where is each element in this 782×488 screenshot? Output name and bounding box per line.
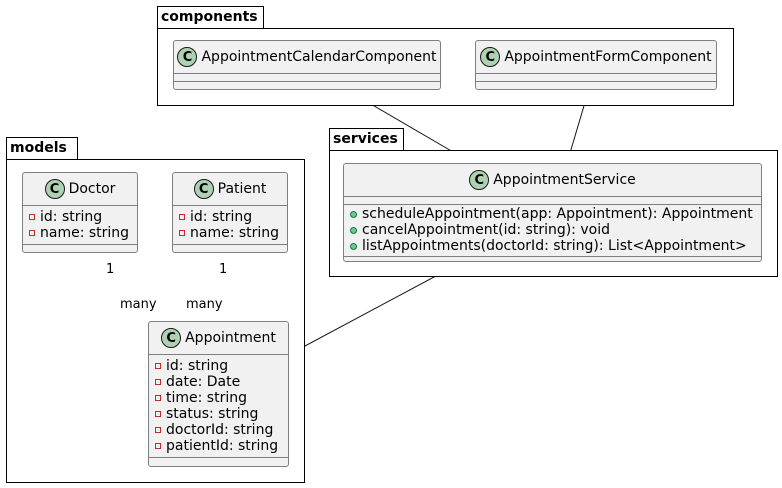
attribute-text: name: string — [40, 225, 130, 241]
package-label-services: services — [333, 131, 398, 147]
attribute-text: time: string — [166, 390, 247, 406]
class-icon: C — [480, 47, 501, 67]
class-name: AppointmentService — [493, 172, 636, 188]
class-appointment-form-component[interactable]: C AppointmentFormComponent — [475, 40, 717, 90]
public-visibility-icon — [350, 210, 357, 218]
attribute-row: id: string — [29, 209, 137, 225]
private-visibility-icon — [155, 443, 161, 449]
attribute-row: status: string — [155, 406, 288, 422]
public-visibility-icon — [350, 242, 357, 250]
private-visibility-icon — [179, 214, 185, 220]
attribute-text: status: string — [166, 406, 259, 422]
class-icon: C — [193, 179, 214, 199]
class-operations: scheduleAppointment(app: Appointment): A… — [344, 205, 761, 257]
class-attributes-empty — [476, 74, 716, 82]
attribute-text: id: string — [166, 358, 229, 374]
attribute-row: name: string — [29, 225, 137, 241]
attribute-text: patientId: string — [166, 438, 279, 454]
private-visibility-icon — [155, 411, 161, 417]
class-icon: C — [177, 47, 198, 67]
class-header: C AppointmentFormComponent — [476, 41, 716, 74]
private-visibility-icon — [179, 230, 185, 236]
class-icon: C — [469, 170, 490, 190]
package-label-components: components — [161, 9, 258, 25]
class-attributes-empty — [344, 197, 761, 205]
attribute-text: id: string — [190, 209, 253, 225]
operation-row: listAppointments(doctorId: string): List… — [350, 238, 761, 254]
attribute-row: id: string — [179, 209, 287, 225]
multiplicity-patient-many: many — [186, 297, 223, 312]
package-tab-components: components — [157, 6, 264, 29]
class-header: C Doctor — [23, 173, 137, 206]
class-name: Patient — [217, 181, 267, 197]
class-header: C Appointment — [149, 322, 288, 355]
attribute-row: id: string — [155, 358, 288, 374]
class-name: Appointment — [185, 330, 276, 346]
class-icon: C — [44, 179, 65, 199]
attribute-row: doctorId: string — [155, 422, 288, 438]
private-visibility-icon — [155, 379, 161, 385]
class-attributes: id: string name: string — [173, 206, 287, 245]
class-icon: C — [161, 328, 182, 348]
multiplicity-patient-one: 1 — [219, 262, 228, 277]
attribute-text: date: Date — [166, 374, 241, 390]
attribute-text: name: string — [190, 225, 280, 241]
class-patient[interactable]: C Patient id: string name: string — [172, 172, 288, 253]
private-visibility-icon — [155, 395, 161, 401]
operation-row: cancelAppointment(id: string): void — [350, 222, 761, 238]
operation-text: listAppointments(doctorId: string): List… — [362, 238, 747, 254]
class-attributes: id: string date: Date time: string statu… — [149, 355, 288, 458]
attribute-text: doctorId: string — [166, 422, 274, 438]
private-visibility-icon — [155, 427, 161, 433]
class-appointment[interactable]: C Appointment id: string date: Date time… — [148, 321, 289, 467]
public-visibility-icon — [350, 226, 357, 234]
class-appointment-calendar-component[interactable]: C AppointmentCalendarComponent — [173, 40, 441, 90]
private-visibility-icon — [29, 214, 35, 220]
multiplicity-doctor-one: 1 — [106, 262, 115, 277]
operation-row: scheduleAppointment(app: Appointment): A… — [350, 206, 761, 222]
package-label-models: models — [10, 140, 67, 156]
operation-text: cancelAppointment(id: string): void — [362, 222, 610, 238]
package-tab-services: services — [329, 128, 404, 151]
class-name: AppointmentFormComponent — [504, 49, 712, 65]
attribute-row: date: Date — [155, 374, 288, 390]
attribute-row: patientId: string — [155, 438, 288, 454]
attribute-row: name: string — [179, 225, 287, 241]
class-attributes: id: string name: string — [23, 206, 137, 245]
class-name: AppointmentCalendarComponent — [201, 49, 437, 65]
class-header: C AppointmentCalendarComponent — [174, 41, 440, 74]
class-appointment-service[interactable]: C AppointmentService scheduleAppointment… — [343, 163, 762, 262]
package-tab-models: models — [6, 137, 78, 160]
multiplicity-doctor-many: many — [120, 297, 157, 312]
class-header: C Patient — [173, 173, 287, 206]
attribute-row: time: string — [155, 390, 288, 406]
private-visibility-icon — [155, 363, 161, 369]
attribute-text: id: string — [40, 209, 103, 225]
operation-text: scheduleAppointment(app: Appointment): A… — [362, 206, 753, 222]
class-doctor[interactable]: C Doctor id: string name: string — [22, 172, 138, 253]
private-visibility-icon — [29, 230, 35, 236]
class-name: Doctor — [68, 181, 116, 197]
class-attributes-empty — [174, 74, 440, 82]
class-header: C AppointmentService — [344, 164, 761, 197]
